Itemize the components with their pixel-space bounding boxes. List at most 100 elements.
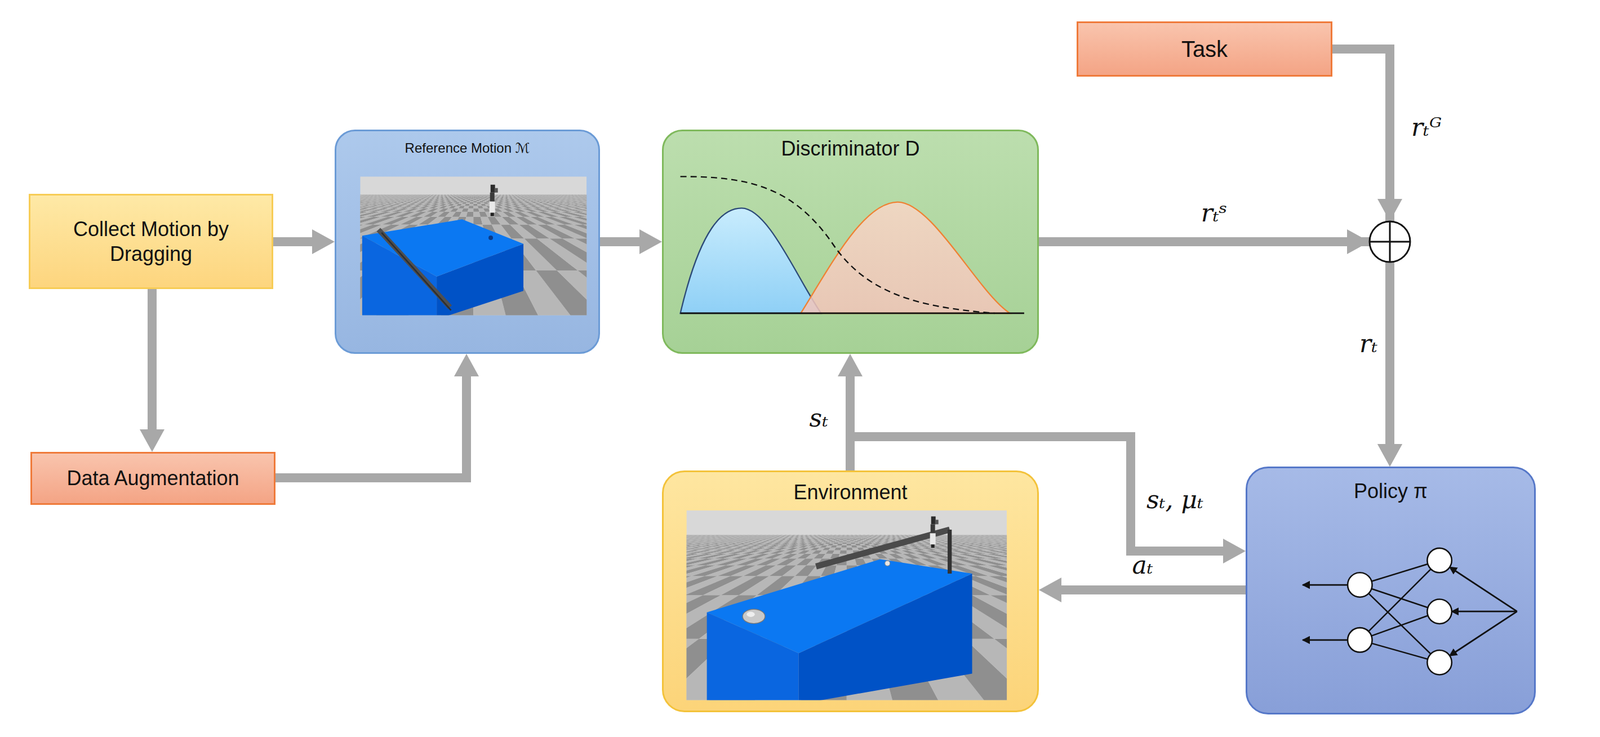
floor-tile	[464, 200, 468, 202]
floor-tile	[470, 194, 473, 196]
task-box: Task	[1076, 21, 1333, 77]
decision-curve	[680, 176, 995, 314]
distribution-plot	[680, 176, 1025, 314]
floor-tile	[580, 216, 588, 225]
flow-arrow	[147, 289, 157, 430]
floor-tile	[459, 194, 462, 196]
process-box: Collect Motion by Dragging	[28, 193, 274, 290]
floor-tile	[461, 194, 464, 196]
floor-tile	[583, 201, 587, 203]
floor-tile	[557, 270, 588, 316]
floor-tile	[470, 198, 474, 200]
axis-line	[680, 312, 1025, 315]
flow-arrow	[600, 237, 640, 247]
floor-tile	[584, 197, 588, 199]
floor-tile	[473, 197, 476, 199]
floor-pattern	[686, 510, 1007, 701]
floor-tile	[562, 238, 587, 271]
process-box: Data Augmentation	[30, 451, 276, 505]
floor-tile	[463, 194, 465, 196]
ball	[488, 235, 493, 240]
floor-tile	[476, 194, 479, 196]
floor-tile	[582, 194, 587, 196]
floor-tile	[473, 201, 477, 203]
floor-tile	[473, 200, 477, 202]
flow-arrow	[1061, 585, 1246, 595]
floor-tile	[583, 203, 587, 206]
floor-tile	[457, 194, 460, 196]
illustration	[334, 129, 600, 354]
illustration	[661, 129, 1039, 354]
floor-tile	[585, 194, 587, 196]
node-label: Task	[1181, 35, 1228, 63]
environment-panel: Environment	[661, 470, 1039, 713]
floor-tile	[476, 194, 478, 196]
floor-tile	[468, 205, 474, 209]
illustration-group	[334, 176, 600, 354]
floor-tile	[461, 202, 467, 204]
floor-tile	[471, 195, 474, 197]
floor-tile	[459, 194, 462, 196]
real-distribution	[680, 207, 822, 314]
floor-tile	[465, 202, 470, 204]
floor-tile	[581, 208, 587, 212]
floor-tile	[466, 211, 474, 217]
discriminator-panel: Discriminator D	[661, 129, 1039, 354]
flow-arrow	[1038, 241, 1390, 444]
floor-tile	[476, 198, 479, 199]
floor-tile	[465, 194, 468, 196]
plus-symbol	[1389, 221, 1391, 262]
table-figure	[362, 184, 524, 316]
reference-panel: Reference Motion ℳ	[334, 129, 600, 354]
floor-tile	[972, 594, 1007, 639]
floor-tile	[467, 194, 469, 196]
floor-tile	[582, 200, 587, 202]
floor-tile	[585, 194, 587, 196]
floor-tile	[473, 198, 477, 200]
floor-tile	[467, 194, 470, 196]
floor-tile	[464, 194, 466, 196]
floor-tile	[473, 194, 475, 197]
floor-tile	[478, 194, 481, 196]
flow-arrow	[273, 237, 313, 247]
floor-tile	[473, 195, 475, 198]
floor-tile	[458, 194, 461, 196]
floor-tile	[473, 194, 475, 196]
floor-tile	[574, 238, 587, 271]
floor-tile	[472, 194, 474, 196]
floor-tile	[584, 205, 587, 209]
floor-tile	[582, 224, 587, 239]
floor-tile	[468, 198, 471, 199]
floor-tile	[480, 194, 483, 196]
floor-tile	[584, 194, 588, 196]
floor-tile	[578, 270, 588, 316]
floor-tile	[584, 198, 587, 200]
floor-tile	[466, 197, 470, 199]
floor-tile	[583, 194, 587, 196]
floor-tile	[473, 195, 475, 197]
floor-tile	[471, 194, 474, 197]
floor-tile	[460, 194, 464, 196]
floor-tile	[469, 201, 474, 203]
floor-tile	[461, 208, 469, 212]
floor-tile	[476, 200, 480, 202]
floor-tile	[485, 194, 488, 196]
floor-tile	[473, 208, 479, 212]
table-top	[362, 219, 524, 277]
floor-tile	[473, 205, 479, 209]
floor-tile	[470, 200, 474, 202]
floor-tile	[463, 197, 467, 199]
floor-tile	[473, 202, 478, 204]
floor-tile	[459, 211, 468, 217]
floor-tile	[477, 194, 480, 196]
floor-tile	[471, 195, 474, 198]
floor-tile	[583, 198, 587, 199]
arrow-head	[1377, 198, 1403, 222]
flow-arrow	[275, 376, 467, 478]
floor-tile	[465, 198, 469, 199]
floor-tile	[467, 200, 471, 202]
floor-tile	[468, 194, 471, 196]
floor-tile	[584, 211, 587, 217]
floor-tile	[473, 203, 478, 206]
illustration-group	[661, 510, 1039, 713]
